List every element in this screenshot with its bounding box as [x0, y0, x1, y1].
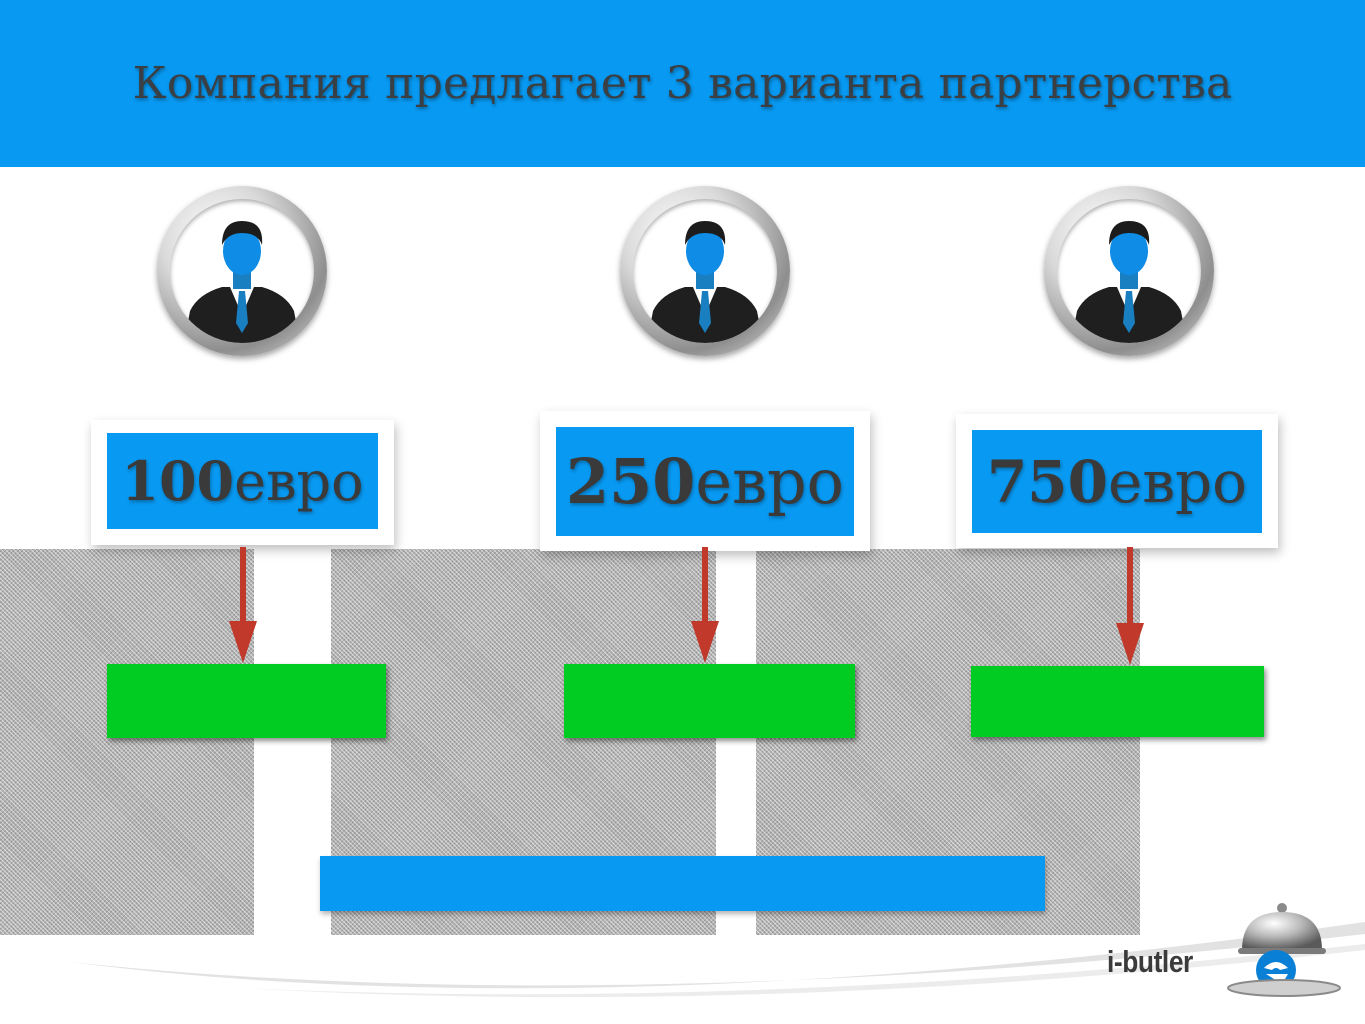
arrow-down-icon — [229, 547, 257, 663]
avatar-option-1 — [157, 186, 327, 356]
price-amount: 750 — [986, 447, 1109, 516]
decorative-swoosh — [70, 922, 1365, 998]
header-band — [0, 0, 1365, 167]
logo-text: i-butler — [1107, 944, 1193, 979]
arrow-down-icon — [1116, 547, 1144, 665]
texture-panel-left — [0, 549, 254, 935]
green-box-option-3 — [971, 666, 1264, 737]
price-amount: 100 — [121, 449, 235, 513]
avatar-option-2 — [620, 186, 790, 356]
price-amount: 250 — [565, 445, 696, 518]
blue-bar — [320, 856, 1045, 911]
businessman-icon — [184, 221, 300, 343]
avatar-option-3 — [1044, 186, 1214, 356]
green-box-option-2 — [564, 664, 855, 738]
cloche-icon — [1227, 903, 1341, 997]
price-currency: евро — [695, 445, 845, 518]
businessman-icon — [647, 221, 763, 343]
price-currency: евро — [234, 449, 364, 513]
green-box-option-1 — [107, 664, 386, 738]
arrow-down-icon — [691, 547, 719, 663]
slide-title: Компания предлагает 3 варианта партнерст… — [132, 58, 1233, 109]
price-currency: евро — [1108, 447, 1248, 516]
businessman-icon — [1071, 221, 1187, 343]
